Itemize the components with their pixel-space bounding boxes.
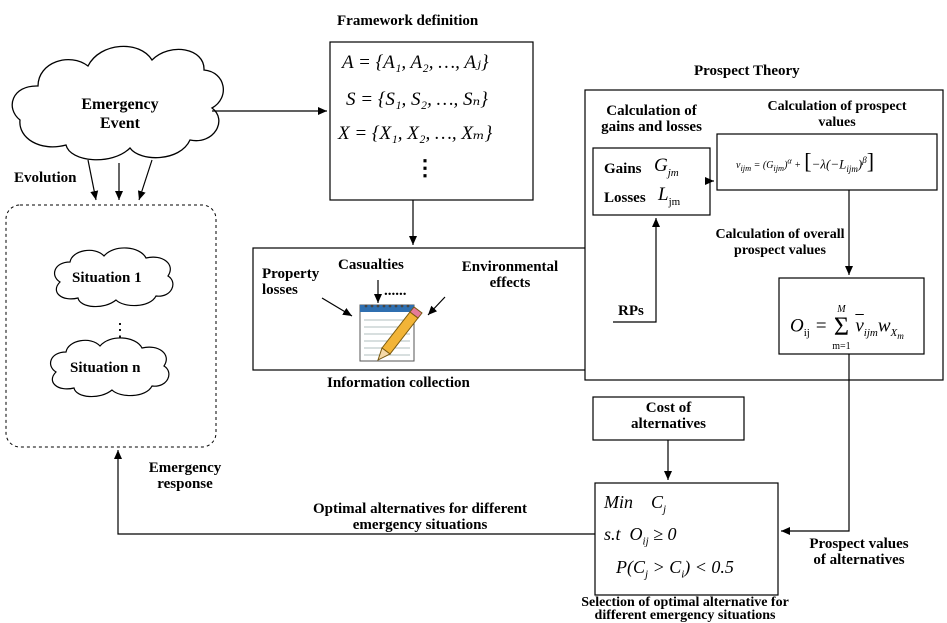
info-collection-label: Information collection (327, 375, 470, 391)
selection-p: P(Cj > Ci) < 0.5 (616, 557, 734, 581)
arrow-evolution-3 (137, 159, 153, 201)
situation-n-cloud (49, 337, 170, 398)
evolution-label: Evolution (14, 170, 77, 186)
gains-label: Gains (604, 161, 642, 177)
situation-1-label: Situation 1 (72, 270, 142, 286)
losses-label: Losses (604, 190, 646, 206)
casualties-label: Casualties (338, 257, 404, 273)
selection-box (594, 482, 779, 596)
set-a: A = {A₁, A₂, …, Aⱼ} (342, 52, 489, 73)
framework-dots: ⋮ (414, 155, 436, 180)
prospect-formula-box (716, 133, 938, 191)
prospect-formula: vijm = (Gijm)α + [−λ(−Lijm)β] (736, 148, 875, 174)
framework-title: Framework definition (337, 13, 479, 29)
arrow-response (114, 450, 595, 535)
situation-dots: ⋮ (111, 320, 129, 340)
overall-prospect-box (778, 277, 925, 355)
emergency-event-cloud (11, 45, 224, 161)
selection-min: Min Cj (604, 492, 667, 516)
selection-st: s.t Oij ≥ 0 (604, 524, 677, 548)
arrow-rps (613, 218, 660, 323)
ellipsis-label: ...... (384, 283, 407, 299)
arrow-evolution-1 (87, 159, 99, 201)
set-x: X = {X₁, X₂, …, Xₘ} (338, 123, 493, 144)
situation-n-label: Situation n (70, 360, 141, 376)
gains-symbol: Gjm (654, 155, 679, 179)
arrow-property (321, 297, 353, 317)
arrow-environmental (427, 296, 446, 316)
arrow-overall-to-selection (781, 354, 850, 535)
prospect-theory-title: Prospect Theory (694, 63, 800, 79)
cost-box (592, 396, 745, 441)
situation-1-cloud (53, 247, 174, 308)
gains-losses-box (592, 147, 711, 216)
losses-symbol: Ljm (658, 184, 681, 208)
set-s: S = {S₁, S₂, …, Sₙ} (346, 89, 488, 110)
situations-container (5, 204, 217, 448)
framework-box (329, 41, 534, 201)
notepad-pencil-icon (359, 304, 423, 362)
rps-label: RPs (618, 303, 644, 319)
